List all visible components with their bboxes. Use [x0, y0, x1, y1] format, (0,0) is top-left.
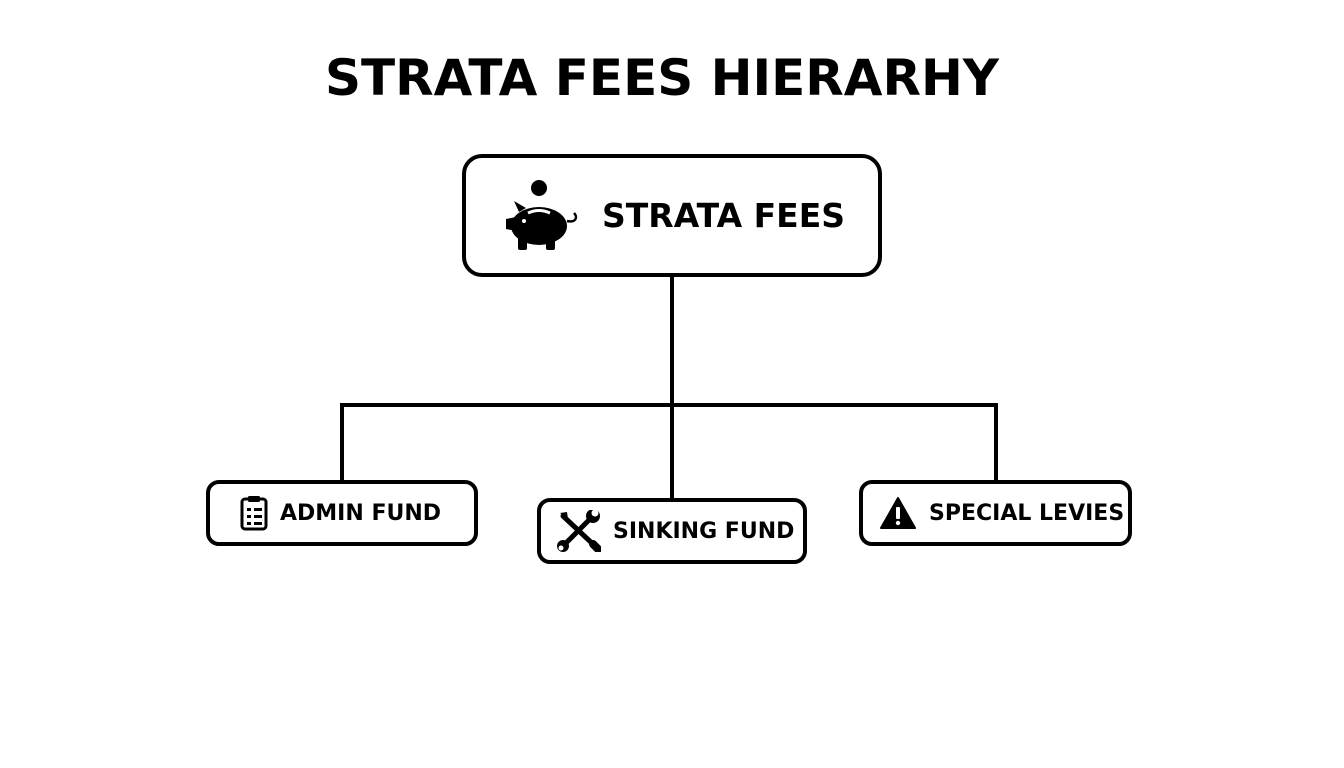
piggy-bank-icon	[504, 179, 580, 253]
special-levies-label: SPECIAL LEVIES	[929, 500, 1125, 526]
child-node-admin-fund: ADMIN FUND	[206, 480, 478, 546]
sinking-fund-label: SINKING FUND	[613, 518, 795, 544]
clipboard-checklist-icon	[240, 495, 268, 531]
root-node-label: STRATA FEES	[602, 196, 846, 235]
root-node-strata-fees: STRATA FEES	[462, 154, 882, 277]
diagram-title: STRATA FEES HIERARHY	[325, 49, 999, 107]
admin-fund-label: ADMIN FUND	[280, 500, 442, 526]
wrench-screwdriver-icon	[557, 510, 601, 552]
warning-triangle-icon	[879, 496, 917, 530]
child-node-sinking-fund: SINKING FUND	[537, 498, 807, 564]
child-node-special-levies: SPECIAL LEVIES	[859, 480, 1132, 546]
